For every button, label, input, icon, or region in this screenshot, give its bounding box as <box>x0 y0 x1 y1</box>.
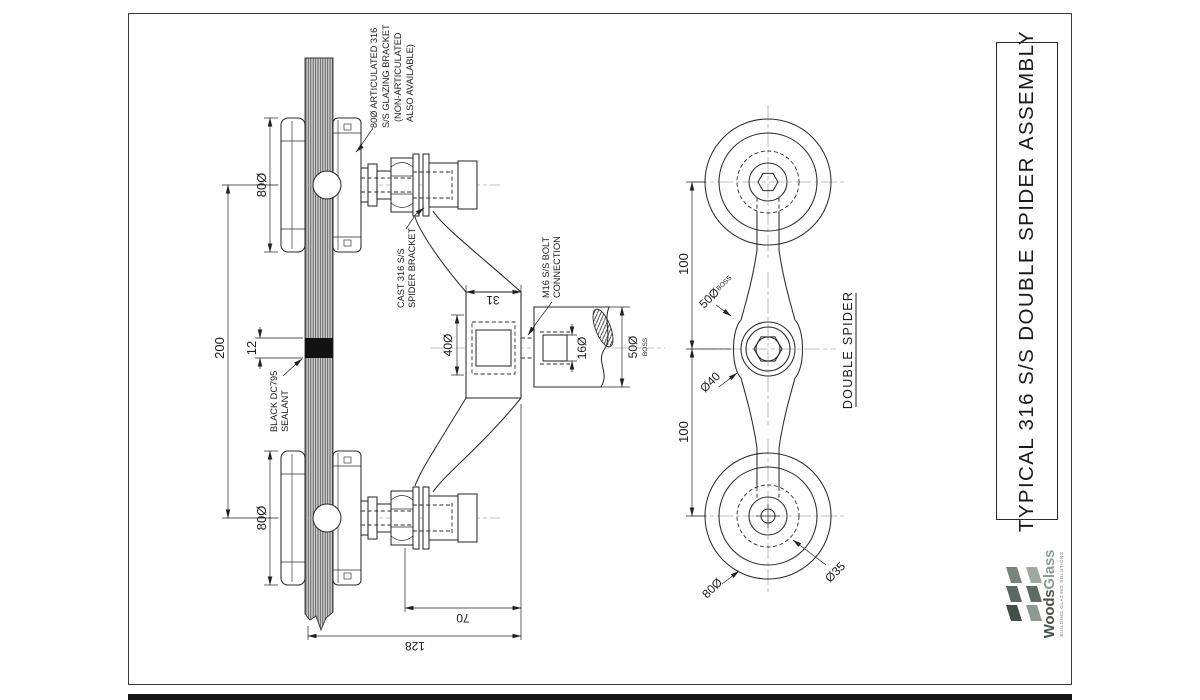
company-logo: WoodsGlass BUILDING GLAZING SOLUTIONS <box>1002 540 1068 648</box>
note-sealant: BLACK DC795 SEALANT <box>269 358 303 432</box>
note-glazing-line2: S/S GLAZING BRACKET <box>381 24 391 128</box>
break-hatch <box>592 308 614 348</box>
drawing-title: TYPICAL 316 S/S DOUBLE SPIDER ASSEMBLY <box>1015 29 1038 533</box>
dim-pitch-lower: 100 <box>676 348 706 517</box>
dim-text-16: 16Ø <box>575 337 589 360</box>
note-glazing-line4: ALSO AVAILABLE) <box>405 44 415 122</box>
logo-diamonds-icon <box>1005 567 1042 621</box>
logo-pane <box>1025 567 1042 583</box>
front-view-double-spider: 100 100 50Ø BOSS Ø40 80Ø <box>676 105 857 601</box>
spider-arm-upper <box>414 210 522 293</box>
note-m16-bolt: M16 S/S BOLT CONNECTION <box>527 236 562 336</box>
dim-text-12: 12 <box>244 341 259 355</box>
spider-arm-lower <box>414 397 522 493</box>
view-caption: DOUBLE SPIDER <box>841 291 857 409</box>
dim-pitch-upper: 100 <box>676 181 731 350</box>
dim-text-100-upper: 100 <box>676 253 691 275</box>
hex-boss-nut <box>753 336 783 362</box>
label-80-disc: 80Ø <box>699 570 740 601</box>
logo-word-woods: Woods <box>1040 589 1058 639</box>
label-50-boss: 50Ø BOSS <box>696 274 734 317</box>
dim-text-50: 50Ø <box>626 336 640 359</box>
label-40-hub: Ø40 <box>697 369 738 395</box>
dim-31: 31 <box>465 285 522 307</box>
dim-16: 16Ø <box>560 324 589 372</box>
note-spider-bracket: CAST 316 S/S SPIDER BRACKET <box>396 207 425 308</box>
logo-pane <box>1005 586 1022 602</box>
note-bolt-line2: CONNECTION <box>552 236 562 298</box>
note-bolt-line1: M16 S/S BOLT <box>541 237 551 298</box>
note-sealant-line2: SEALANT <box>280 390 290 432</box>
dim-128: 128 <box>307 626 522 653</box>
note-glazing-line3: (NON-ARTICULATED <box>393 32 403 122</box>
label-text-50-suffix: BOSS <box>715 274 733 292</box>
sealant-block <box>305 338 333 358</box>
dim-50-boss: 50Ø BOSS <box>601 306 649 388</box>
logo-pane <box>1005 605 1022 621</box>
dim-text-70: 70 <box>456 611 470 625</box>
logo-tagline: BUILDING GLAZING SOLUTIONS <box>1059 551 1065 637</box>
label-text-35: Ø35 <box>822 559 848 585</box>
dim-text-100-lower: 100 <box>676 421 691 443</box>
dim-12-sealant: 12 <box>244 327 303 369</box>
note-sealant-line1: BLACK DC795 <box>269 371 279 432</box>
label-text-40: Ø40 <box>697 369 723 395</box>
glazing-bracket-bottom <box>255 450 501 586</box>
note-glazing-bracket: 80Ø ARTICULATED 316 S/S GLAZING BRACKET … <box>355 24 415 153</box>
dim-text-31: 31 <box>486 293 500 307</box>
dim-text-200: 200 <box>212 337 227 359</box>
logo-pane <box>1025 586 1042 602</box>
dim-text-50-suffix: BOSS <box>642 337 649 356</box>
boss-cylinder <box>533 306 614 388</box>
note-spider-line2: SPIDER BRACKET <box>407 227 417 308</box>
note-spider-line1: CAST 316 S/S <box>396 248 406 308</box>
spider-body <box>733 198 803 501</box>
hex-bolt-head <box>757 172 779 192</box>
caption-double-spider: DOUBLE SPIDER <box>841 291 855 409</box>
glazing-bracket-top <box>255 117 501 253</box>
dim-70: 70 <box>404 404 522 640</box>
dim-text-40: 40Ø <box>441 334 455 357</box>
logo-pane <box>1025 605 1042 621</box>
note-glazing-line1: 80Ø ARTICULATED 316 <box>369 28 379 128</box>
title-block: TYPICAL 316 S/S DOUBLE SPIDER ASSEMBLY <box>996 30 1058 532</box>
logo-wordmark: WoodsGlass <box>1040 549 1059 639</box>
label-text-80: 80Ø <box>699 575 725 601</box>
logo-word-glass: Glass <box>1040 549 1058 590</box>
section-view: 80Ø 80Ø 200 12 <box>212 24 665 653</box>
label-35-ring: Ø35 <box>792 539 848 585</box>
logo-pane <box>1005 567 1022 583</box>
dim-text-128: 128 <box>405 639 425 653</box>
bottom-window-edge <box>128 694 1072 700</box>
dim-200: 200 <box>212 184 278 519</box>
dim-40: 40Ø <box>441 314 464 376</box>
